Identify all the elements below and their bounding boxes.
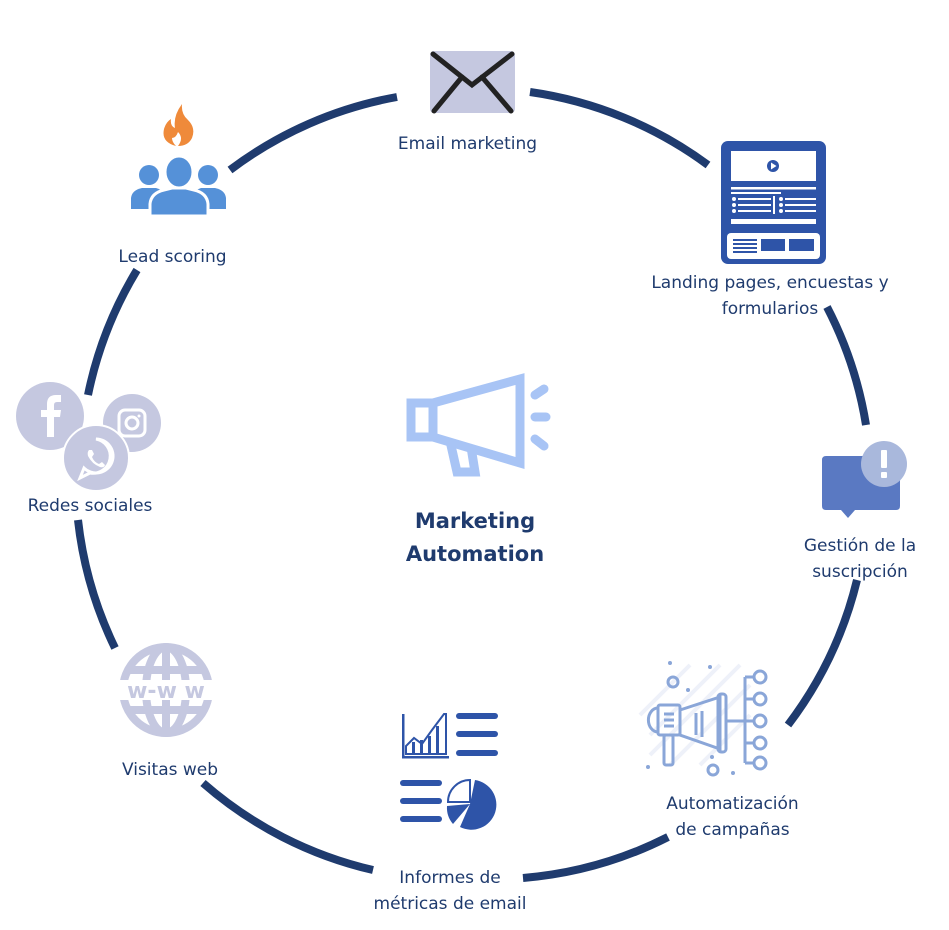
- label-email-reports-line2: métricas de email: [373, 894, 527, 914]
- ring-arc-email-landing: [529, 88, 711, 169]
- flame-icon: [163, 104, 194, 146]
- center-title-line1: Marketing: [414, 509, 536, 533]
- ring-arc-subscription-campaigns: [784, 579, 861, 728]
- label-campaign-automation-line2: de campañas: [675, 820, 790, 840]
- report-chart-icon: [400, 713, 498, 830]
- svg-text:w-w w: w-w w: [127, 679, 205, 704]
- label-email-reports: Informes de métricas de email: [350, 865, 550, 917]
- label-campaign-automation: Automatización de campañas: [650, 791, 815, 843]
- megaphone-icon: [406, 373, 551, 477]
- ring-arc-landing-subscription: [823, 305, 870, 426]
- label-subscription-line1: Gestión de la: [803, 536, 917, 556]
- people-flame-icon: [131, 104, 226, 218]
- label-web-visits: Visitas web: [121, 760, 219, 780]
- envelope-icon: [430, 51, 515, 114]
- label-lead-scoring: Lead scoring: [118, 247, 227, 267]
- alert-chat-icon: [822, 441, 907, 518]
- social-icons: [16, 382, 161, 492]
- label-landing-pages-line2: formularios: [721, 299, 819, 319]
- facebook-icon: [41, 395, 61, 437]
- megaphone-network-icon: [638, 661, 768, 777]
- instagram-icon: [117, 408, 147, 438]
- label-subscription: Gestión de la suscripción: [790, 533, 930, 585]
- label-campaign-automation-line1: Automatización: [666, 794, 799, 814]
- ring-arc-campaigns-reports: [522, 833, 670, 882]
- ring-arc-social-leadscoring: [84, 267, 141, 396]
- label-subscription-line2: suscripción: [812, 562, 908, 582]
- landing-page-icon: [721, 141, 826, 264]
- label-social-networks: Redes sociales: [27, 496, 153, 516]
- www-globe-icon: w-w w: [118, 643, 214, 737]
- center-title-line2: Automation: [405, 542, 545, 566]
- label-email-reports-line1: Informes de: [399, 868, 501, 888]
- center-title: Marketing Automation: [375, 505, 575, 571]
- whatsapp-icon: [77, 437, 115, 482]
- label-landing-pages-line1: Landing pages, encuestas y: [651, 273, 889, 293]
- ring-arc-web-social: [74, 519, 119, 650]
- ring-arc-reports-web: [200, 779, 374, 874]
- ring-arc-leadscoring-email: [227, 93, 398, 174]
- label-landing-pages: Landing pages, encuestas y formularios: [630, 270, 910, 322]
- label-email-marketing: Email marketing: [397, 134, 538, 154]
